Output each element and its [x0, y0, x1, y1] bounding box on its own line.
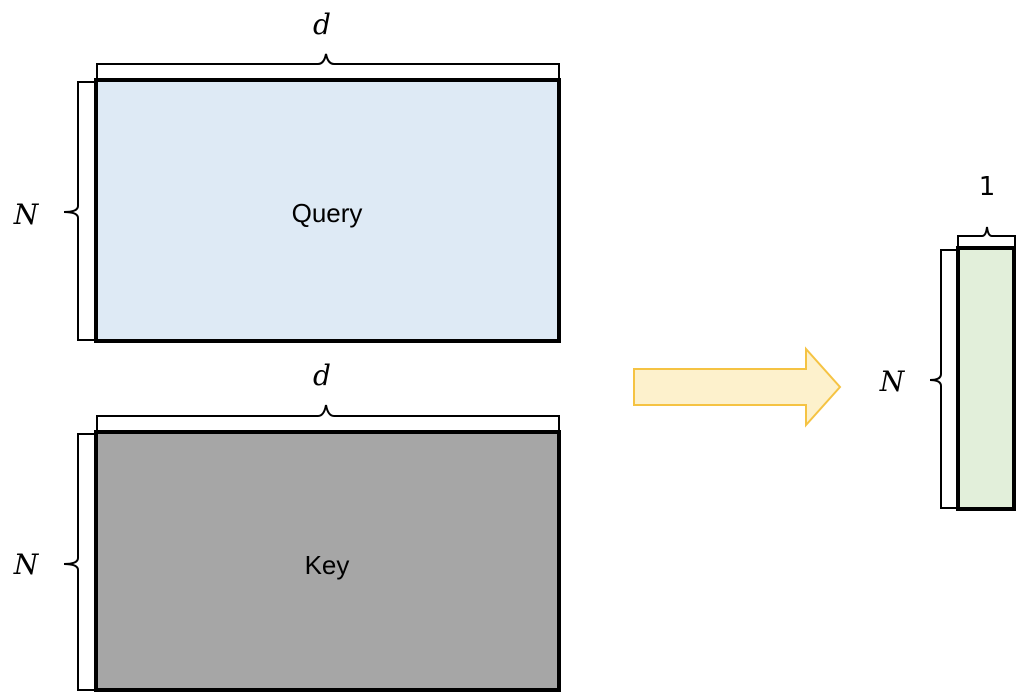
query-width-brace	[96, 53, 560, 80]
output-group: 1 N	[879, 172, 1016, 511]
key-matrix	[94, 430, 561, 692]
query-height-brace	[63, 81, 96, 341]
key-height-brace	[63, 433, 96, 691]
key-width-label: d	[313, 359, 331, 392]
output-height-brace	[929, 249, 956, 509]
output-height-label: N	[879, 365, 906, 398]
output-vector	[956, 246, 1016, 511]
output-width-brace	[957, 226, 1016, 248]
query-group: d N Query	[13, 8, 561, 343]
right-arrow-icon	[634, 349, 840, 425]
key-group: d N Key	[13, 359, 561, 692]
key-label: Key	[305, 550, 350, 580]
output-width-label: 1	[979, 172, 996, 202]
right-arrow-outline	[633, 346, 842, 428]
key-height-label: N	[13, 548, 40, 581]
query-matrix	[94, 78, 561, 343]
query-width-label: d	[313, 8, 331, 41]
query-label: Query	[292, 198, 363, 228]
query-height-label: N	[13, 198, 40, 231]
key-width-brace	[96, 404, 560, 432]
